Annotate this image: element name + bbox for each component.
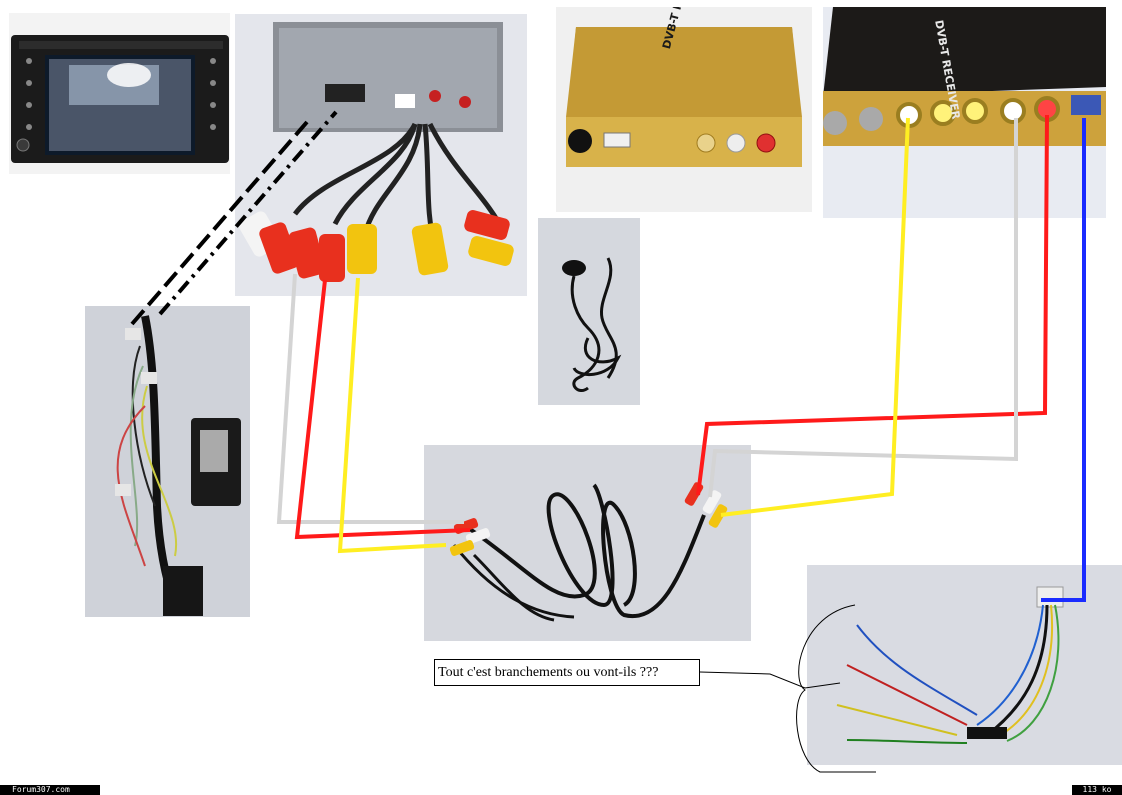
head-unit-front-photo [9, 13, 230, 174]
footer-site-label: Forum307.com [0, 785, 100, 795]
dvbt-receiver-rear-photo: DVB-T RECEIVER [823, 7, 1106, 218]
caption-text: Tout c'est branchements ou vont-ils ??? [438, 664, 659, 680]
ir-sensor-cable-photo [538, 218, 640, 405]
wiring-harness-illustration [115, 315, 241, 616]
power-harness-photo [807, 565, 1122, 765]
dvbt-receiver-front-illustration [566, 27, 802, 167]
wiring-harness-photo [85, 306, 250, 617]
dvbt-receiver-rear-illustration [823, 7, 1106, 146]
caption-box: Tout c'est branchements ou vont-ils ??? [434, 659, 700, 686]
footer-size-label: 113 ko [1072, 785, 1122, 795]
head-unit-back-photo [235, 14, 527, 296]
head-unit-back-illustration [235, 14, 527, 296]
dvbt-receiver-front-photo: DVB-T RECEIVER [556, 7, 812, 212]
rca-cable-illustration [449, 482, 728, 622]
head-unit-front-illustration [11, 35, 229, 163]
rca-cable-photo [424, 445, 751, 641]
ir-sensor-illustration [562, 257, 622, 393]
power-harness-illustration [836, 586, 1064, 744]
